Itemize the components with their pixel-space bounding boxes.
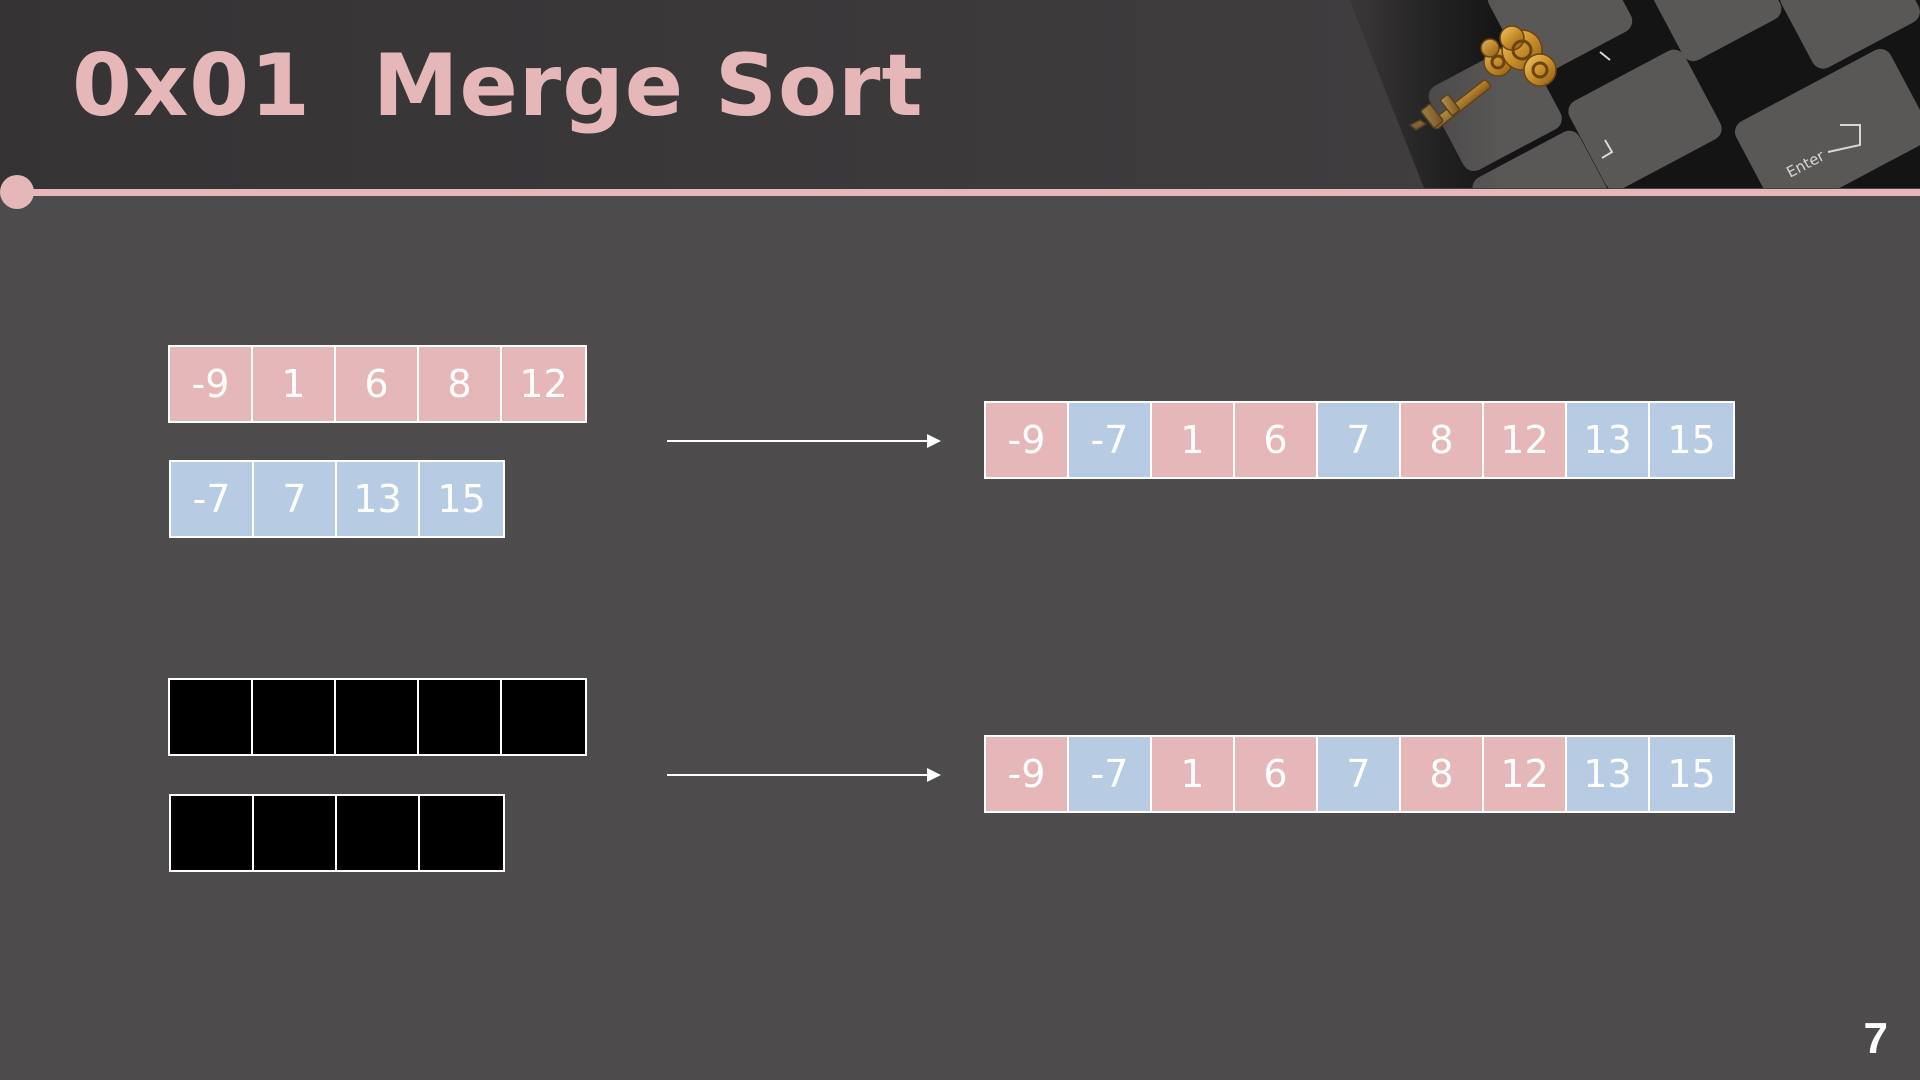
header-divider-line: [14, 189, 1920, 196]
array-cell: 7: [1318, 403, 1401, 477]
bottom-left-array: [168, 678, 587, 756]
slide-title: 0x01 Merge Sort: [72, 36, 924, 136]
array-cell: [253, 680, 336, 754]
array-cell: 8: [1401, 737, 1484, 811]
array-cell: 6: [1235, 403, 1318, 477]
array-cell: 13: [1567, 403, 1650, 477]
array-cell: -7: [171, 462, 254, 536]
array-cell: [170, 680, 253, 754]
array-cell: [419, 680, 502, 754]
array-cell: 6: [336, 347, 419, 421]
array-cell: 8: [1401, 403, 1484, 477]
array-cell: 12: [1484, 737, 1567, 811]
array-cell: [420, 796, 503, 870]
array-cell: 1: [253, 347, 336, 421]
array-cell: [171, 796, 254, 870]
array-cell: -7: [1069, 737, 1152, 811]
top-merge-arrow: [667, 434, 941, 448]
array-cell: -9: [986, 403, 1069, 477]
array-cell: 7: [254, 462, 337, 536]
array-cell: 15: [1650, 403, 1733, 477]
array-cell: 6: [1235, 737, 1318, 811]
array-cell: 8: [419, 347, 502, 421]
array-cell: 1: [1152, 737, 1235, 811]
array-cell: [502, 680, 585, 754]
array-cell: [254, 796, 337, 870]
array-cell: [337, 796, 420, 870]
array-cell: 7: [1318, 737, 1401, 811]
array-cell: -7: [1069, 403, 1152, 477]
slide-header: 0x01 Merge Sort Enter: [0, 0, 1920, 190]
header-divider-dot: [0, 175, 34, 209]
keyboard-key-photo: Enter: [1350, 0, 1920, 188]
page-number: 7: [1863, 1014, 1888, 1063]
array-cell: -9: [170, 347, 253, 421]
array-cell: [336, 680, 419, 754]
bottom-merge-arrow: [667, 768, 941, 782]
array-cell: 12: [502, 347, 585, 421]
array-cell: 12: [1484, 403, 1567, 477]
array-cell: 1: [1152, 403, 1235, 477]
array-cell: 13: [337, 462, 420, 536]
array-cell: 15: [1650, 737, 1733, 811]
array-cell: 15: [420, 462, 503, 536]
array-cell: -9: [986, 737, 1069, 811]
bottom-right-array: [169, 794, 505, 872]
array-cell: 13: [1567, 737, 1650, 811]
